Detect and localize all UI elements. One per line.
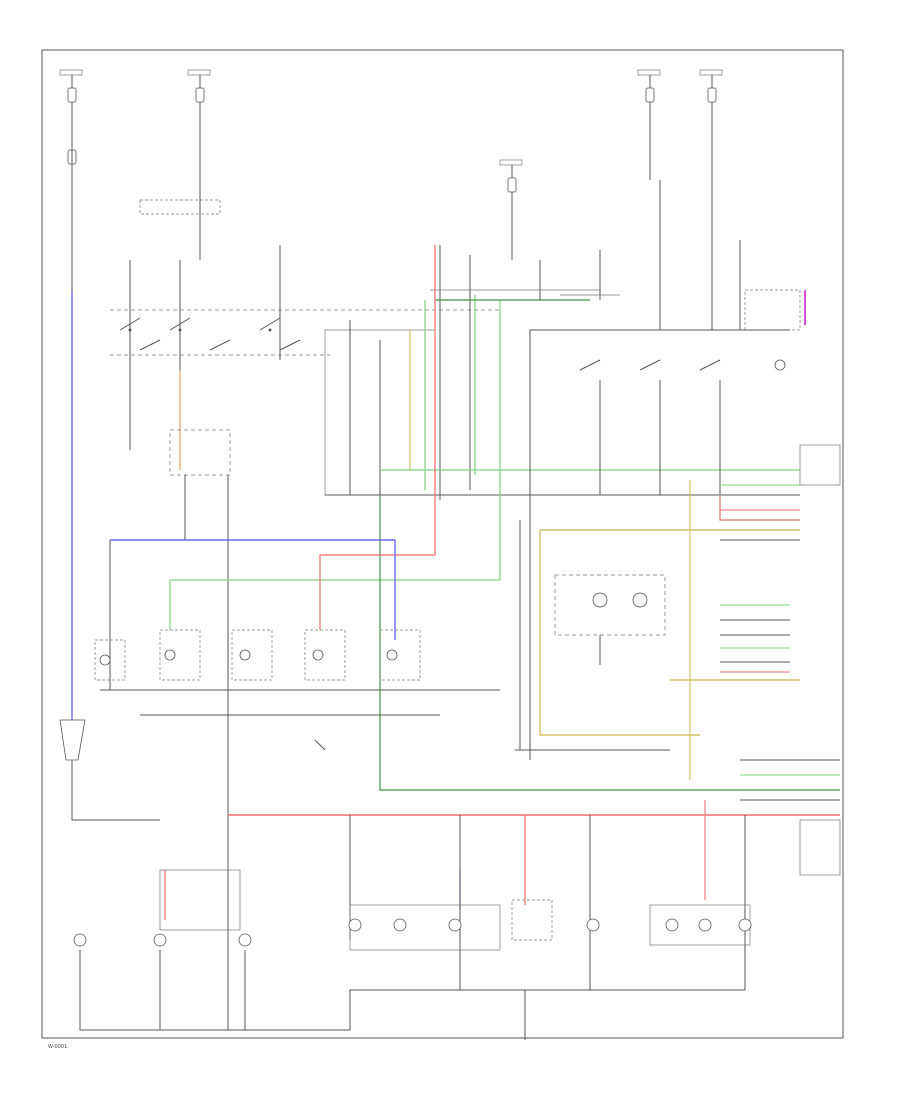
left-lower-path [59,719,160,821]
center-connectors [430,245,620,500]
right-output-bundle [720,484,840,801]
rear-lamp-row [73,815,752,1040]
flasher-relay [169,429,231,476]
blue-wire-run [109,539,461,910]
headlight-switch-cluster [110,180,500,370]
footer-code: W-0001 [48,1044,67,1050]
front-lamp-row [94,629,500,751]
right-switch-column [529,175,801,760]
yellow-wire-run [539,480,800,780]
combination-switch [324,320,800,496]
red-wire-run [164,245,840,920]
diagram-border [41,49,844,1039]
right-label-boxes [799,444,841,876]
green-wire-run [169,295,840,791]
top-power-feeds [59,69,723,260]
fuses [67,87,717,193]
center-lamp-module [515,520,670,751]
